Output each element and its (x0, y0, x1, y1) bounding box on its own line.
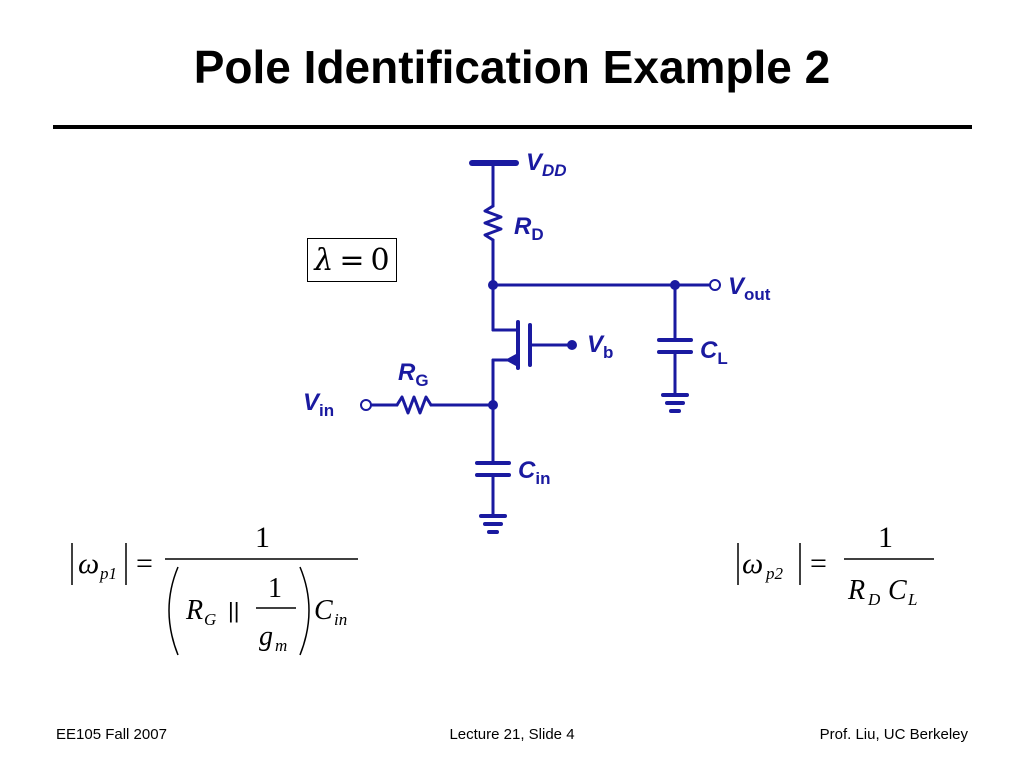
p1-gm: g (259, 621, 273, 652)
vb-label: Vb (587, 331, 613, 362)
lambda-symbol: λ (314, 242, 334, 278)
p1-rg: R (185, 595, 203, 626)
p1-rg-subscript: G (204, 610, 216, 629)
p1-equals: = (136, 547, 153, 580)
p2-equals: = (810, 547, 827, 580)
vdd-label: VDD (526, 149, 567, 180)
footer-author: Prof. Liu, UC Berkeley (819, 726, 968, 743)
footer-course: EE105 Fall 2007 (56, 726, 167, 743)
vout-label: Vout (728, 273, 771, 304)
lambda-value: 0 (370, 242, 390, 278)
node-dot-drain (488, 280, 498, 290)
p2-rd: R (847, 575, 865, 606)
p1-c: C (314, 595, 333, 626)
rg-resistor (395, 395, 433, 415)
node-dot-source (488, 400, 498, 410)
p1-c-subscript: in (334, 610, 347, 629)
p2-c-subscript: L (907, 590, 917, 609)
vout-terminal (709, 279, 721, 291)
p2-numerator: 1 (878, 521, 893, 554)
equals-sign: = (339, 242, 365, 278)
p1-inner-numerator: 1 (268, 573, 282, 604)
omega-p1-subscript: p1 (99, 564, 117, 583)
p1-parallel: || (228, 598, 239, 623)
equation-pole-1: ω p1 = 1 R G || 1 g m C in (71, 521, 358, 656)
title-divider (53, 125, 972, 129)
cl-label: CL (700, 337, 728, 368)
omega-p2: ω (742, 547, 763, 580)
vin-label: Vin (303, 389, 334, 420)
rg-label: RG (398, 359, 429, 390)
p2-c: C (888, 575, 907, 606)
omega-p1: ω (78, 547, 99, 580)
lambda-condition-box: λ = 0 (307, 238, 397, 282)
p1-numerator: 1 (255, 521, 270, 554)
rd-resistor (483, 204, 503, 242)
p1-left-paren (168, 566, 179, 656)
equation-pole-2: ω p2 = 1 R D C L (737, 521, 934, 609)
node-dot-vout (670, 280, 680, 290)
slide-title: Pole Identification Example 2 (193, 41, 831, 93)
cin-label: Cin (518, 457, 550, 488)
footer-lecture: Lecture 21, Slide 4 (449, 726, 575, 743)
p1-right-paren (299, 566, 310, 656)
p2-rd-subscript: D (867, 590, 881, 609)
rd-label: RD (514, 213, 544, 244)
p1-gm-subscript: m (275, 636, 287, 655)
node-dot-vb (567, 340, 577, 350)
mosfet-source-arrow (505, 354, 516, 366)
omega-p2-subscript: p2 (765, 564, 784, 583)
vin-terminal (360, 399, 372, 411)
